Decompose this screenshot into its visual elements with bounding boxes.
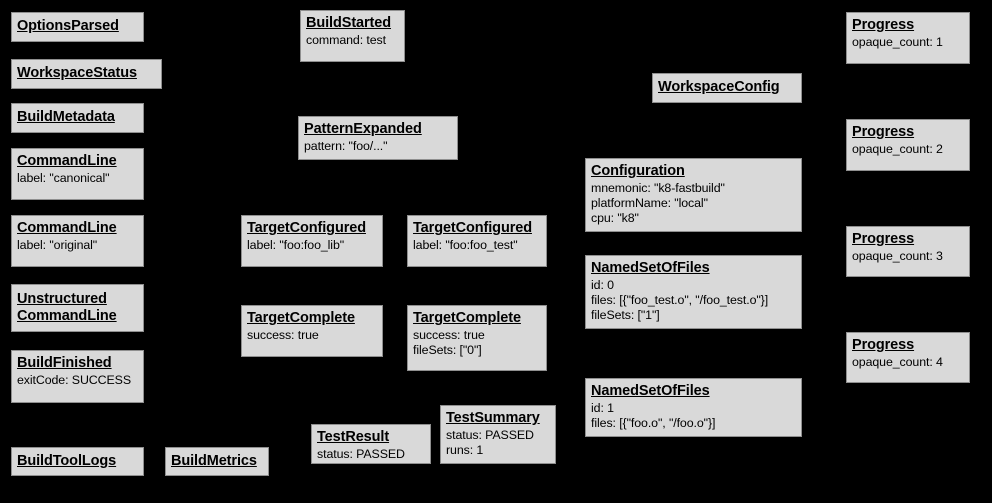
node-title: WorkspaceConfig	[658, 79, 780, 96]
node-target-configured-lib[interactable]: TargetConfigured label: "foo:foo_lib"	[241, 215, 383, 267]
node-field: opaque_count: 2	[852, 142, 943, 157]
node-field: label: "foo:foo_lib"	[247, 238, 345, 253]
node-title: Configuration	[591, 163, 685, 179]
node-title: NamedSetOfFiles	[591, 383, 710, 399]
node-configuration[interactable]: Configuration mnemonic: "k8-fastbuild"pla…	[585, 158, 802, 232]
node-test-result[interactable]: TestResult status: PASSED	[311, 424, 431, 464]
node-field: opaque_count: 3	[852, 249, 943, 264]
node-field: status: PASSED	[317, 447, 405, 462]
node-field: fileSets: ["1"]	[591, 308, 660, 323]
node-title: BuildMetadata	[17, 109, 115, 126]
node-title: BuildToolLogs	[17, 452, 117, 469]
node-pattern-expanded[interactable]: PatternExpanded pattern: "foo/..."	[298, 116, 458, 160]
node-fields: label: "original"	[17, 238, 138, 253]
node-progress-3[interactable]: Progress opaque_count: 3	[846, 226, 970, 277]
node-title: NamedSetOfFiles	[591, 260, 710, 276]
node-command-line-canonical[interactable]: CommandLine label: "canonical"	[11, 148, 144, 200]
node-field: runs: 1	[446, 443, 484, 458]
node-build-metadata[interactable]: BuildMetadata	[11, 103, 144, 133]
node-title: CommandLine	[17, 220, 117, 236]
node-field: success: true	[247, 328, 319, 343]
node-title: TestResult	[317, 429, 390, 445]
node-field: success: true	[413, 328, 485, 343]
node-title: WorkspaceStatus	[17, 65, 137, 82]
node-target-configured-test[interactable]: TargetConfigured label: "foo:foo_test"	[407, 215, 547, 267]
node-fields: opaque_count: 4	[852, 355, 964, 370]
node-fields: success: true	[247, 328, 377, 343]
node-field: id: 0	[591, 278, 614, 293]
node-title: TargetConfigured	[247, 220, 366, 236]
node-workspace-config[interactable]: WorkspaceConfig	[652, 73, 802, 103]
node-title: Progress	[852, 17, 915, 33]
node-title-line: CommandLine	[17, 307, 117, 324]
node-progress-1[interactable]: Progress opaque_count: 1	[846, 12, 970, 64]
node-field: platformName: "local"	[591, 196, 708, 211]
node-options-parsed[interactable]: OptionsParsed	[11, 12, 144, 42]
node-build-started[interactable]: BuildStarted command: test	[300, 10, 405, 62]
node-field: command: test	[306, 33, 386, 48]
node-field: label: "canonical"	[17, 171, 110, 186]
node-fields: mnemonic: "k8-fastbuild"platformName: "l…	[591, 181, 796, 226]
node-title: Progress	[852, 124, 915, 140]
node-progress-4[interactable]: Progress opaque_count: 4	[846, 332, 970, 383]
node-build-metrics[interactable]: BuildMetrics	[165, 447, 269, 476]
node-field: cpu: "k8"	[591, 211, 639, 226]
node-field: label: "original"	[17, 238, 98, 253]
node-workspace-status[interactable]: WorkspaceStatus	[11, 59, 162, 89]
node-fields: opaque_count: 1	[852, 35, 964, 50]
node-field: exitCode: SUCCESS	[17, 373, 131, 388]
node-title: Progress	[852, 337, 915, 353]
node-title: TargetComplete	[247, 310, 355, 326]
node-field: mnemonic: "k8-fastbuild"	[591, 181, 725, 196]
node-target-complete-lib[interactable]: TargetComplete success: true	[241, 305, 383, 357]
node-progress-2[interactable]: Progress opaque_count: 2	[846, 119, 970, 171]
node-field: opaque_count: 4	[852, 355, 943, 370]
node-title: TargetConfigured	[413, 220, 532, 236]
node-field: label: "foo:foo_test"	[413, 238, 518, 253]
node-title: TargetComplete	[413, 310, 521, 326]
node-title: CommandLine	[17, 153, 117, 169]
node-field: status: PASSED	[446, 428, 534, 443]
node-build-tool-logs[interactable]: BuildToolLogs	[11, 447, 144, 476]
node-title: Progress	[852, 231, 915, 247]
node-fields: command: test	[306, 33, 399, 48]
node-fields: label: "foo:foo_test"	[413, 238, 541, 253]
node-field: files: [{"foo.o", "/foo.o"}]	[591, 416, 716, 431]
node-field: opaque_count: 1	[852, 35, 943, 50]
node-fields: opaque_count: 3	[852, 249, 964, 264]
node-title: BuildMetrics	[171, 452, 257, 469]
node-fields: opaque_count: 2	[852, 142, 964, 157]
node-fields: pattern: "foo/..."	[304, 139, 452, 154]
node-field: pattern: "foo/..."	[304, 139, 388, 154]
node-title-line: Unstructured	[17, 290, 107, 307]
node-title: OptionsParsed	[17, 18, 119, 35]
node-title: PatternExpanded	[304, 121, 422, 137]
node-title: TestSummary	[446, 410, 540, 426]
node-fields: exitCode: SUCCESS	[17, 373, 138, 388]
node-fields: label: "canonical"	[17, 171, 138, 186]
node-command-line-original[interactable]: CommandLine label: "original"	[11, 215, 144, 267]
node-field: id: 1	[591, 401, 614, 416]
node-title: BuildFinished	[17, 355, 112, 371]
node-fields: status: PASSED	[317, 447, 425, 462]
node-title: BuildStarted	[306, 15, 392, 31]
node-fields: label: "foo:foo_lib"	[247, 238, 377, 253]
node-field: fileSets: ["0"]	[413, 343, 482, 358]
node-build-finished[interactable]: BuildFinished exitCode: SUCCESS	[11, 350, 144, 403]
node-field: files: [{"foo_test.o", "/foo_test.o"}]	[591, 293, 769, 308]
